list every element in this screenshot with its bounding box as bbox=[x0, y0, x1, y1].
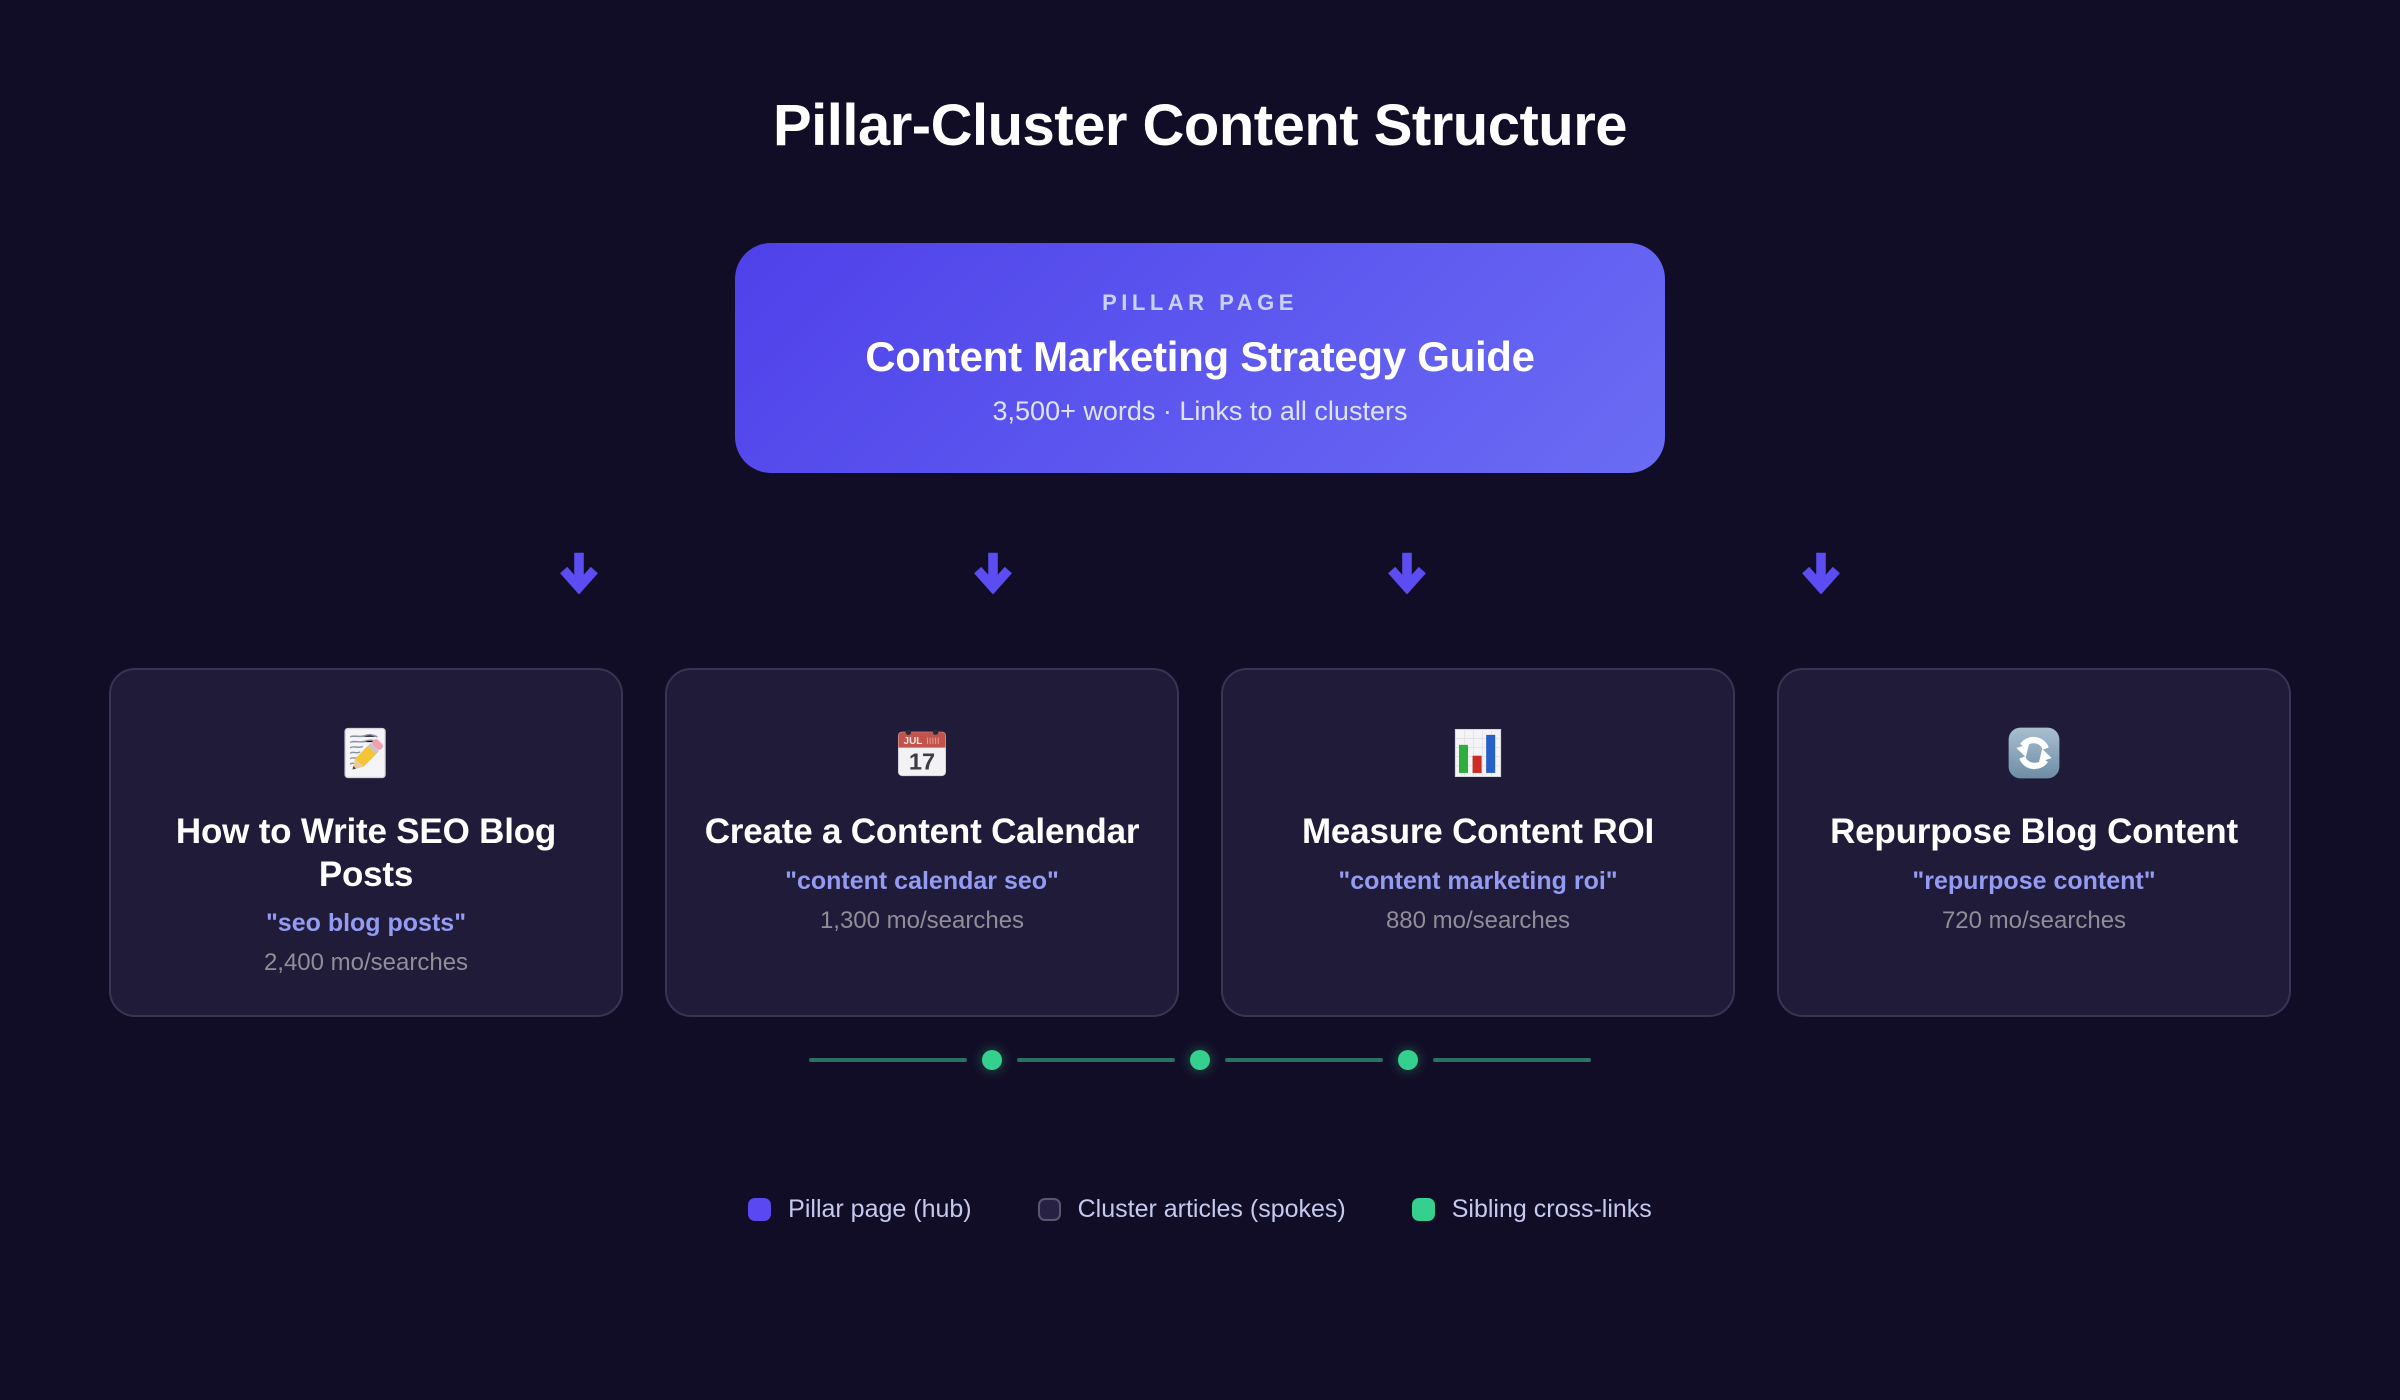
page-title: Pillar-Cluster Content Structure bbox=[772, 93, 1628, 158]
crosslink-dot bbox=[982, 1050, 1002, 1070]
pillar-page-box: PILLAR PAGE Content Marketing Strategy G… bbox=[735, 243, 1665, 473]
crosslink-line-segment bbox=[1017, 1058, 1175, 1062]
pillar-page-title: Content Marketing Strategy Guide bbox=[865, 332, 1535, 380]
card-search-volume: 1,300 mo/searches bbox=[819, 906, 1025, 934]
crosslink-line-segment bbox=[809, 1058, 967, 1062]
cluster-cards-row: How to Write SEO Blog Posts "seo blog po… bbox=[109, 668, 2291, 1017]
arrow-down-icon bbox=[974, 552, 1012, 594]
pillar-page-label: PILLAR PAGE bbox=[1102, 289, 1298, 315]
card-title: Measure Content ROI bbox=[1301, 812, 1655, 851]
svg-text:JUL: JUL bbox=[904, 736, 923, 747]
legend-label: Cluster articles (spokes) bbox=[1077, 1195, 1346, 1223]
crosslink-dot bbox=[1398, 1050, 1418, 1070]
crosslink-line-segment bbox=[1433, 1058, 1591, 1062]
pillar-swatch-icon bbox=[748, 1198, 772, 1221]
arrow-down-icon bbox=[560, 552, 598, 594]
arrow-down-icon bbox=[1388, 552, 1426, 594]
legend-label: Pillar page (hub) bbox=[788, 1195, 972, 1223]
crosslink-line-segment bbox=[1225, 1058, 1383, 1062]
cluster-card-content-roi: Measure Content ROI "content marketing r… bbox=[1221, 668, 1735, 1017]
memo-icon bbox=[344, 727, 386, 779]
card-search-volume: 880 mo/searches bbox=[1385, 906, 1571, 934]
sibling-swatch-icon bbox=[1411, 1198, 1435, 1221]
card-search-volume: 2,400 mo/searches bbox=[263, 949, 469, 977]
card-title: Create a Content Calendar bbox=[704, 812, 1140, 851]
card-keyword: "content calendar seo" bbox=[785, 866, 1059, 895]
card-keyword: "seo blog posts" bbox=[265, 909, 467, 938]
svg-text:17: 17 bbox=[909, 748, 935, 774]
calendar-icon: JUL 17 bbox=[897, 729, 947, 777]
sibling-crosslinks-connector bbox=[0, 1050, 2400, 1070]
legend-item-cluster-articles: Cluster articles (spokes) bbox=[1037, 1195, 1346, 1224]
legend-item-sibling-crosslinks: Sibling cross-links bbox=[1411, 1195, 1652, 1224]
legend-item-pillar-page: Pillar page (hub) bbox=[748, 1195, 972, 1224]
legend-label: Sibling cross-links bbox=[1451, 1195, 1652, 1223]
card-title: Repurpose Blog Content bbox=[1830, 812, 2238, 851]
cluster-card-content-calendar: JUL 17 Create a Content Calendar "conten… bbox=[665, 668, 1179, 1017]
arrow-down-icon bbox=[1802, 552, 1840, 594]
crosslink-dot bbox=[1190, 1050, 1210, 1070]
repurpose-icon bbox=[2008, 727, 2060, 779]
card-keyword: "content marketing roi" bbox=[1338, 866, 1618, 895]
cluster-swatch-icon bbox=[1037, 1198, 1061, 1221]
cluster-card-seo-blog-posts: How to Write SEO Blog Posts "seo blog po… bbox=[109, 668, 623, 1017]
bar-chart-icon bbox=[1454, 728, 1502, 778]
pillar-to-cluster-arrows bbox=[0, 547, 2400, 595]
card-keyword: "repurpose content" bbox=[1912, 866, 2156, 895]
pillar-page-subtitle: 3,500+ words · Links to all clusters bbox=[992, 395, 1408, 426]
card-title: How to Write SEO Blog Posts bbox=[175, 812, 557, 894]
legend: Pillar page (hub) Cluster articles (spok… bbox=[0, 1195, 2400, 1224]
cluster-card-repurpose-content: Repurpose Blog Content "repurpose conten… bbox=[1777, 668, 2291, 1017]
card-search-volume: 720 mo/searches bbox=[1941, 906, 2127, 934]
